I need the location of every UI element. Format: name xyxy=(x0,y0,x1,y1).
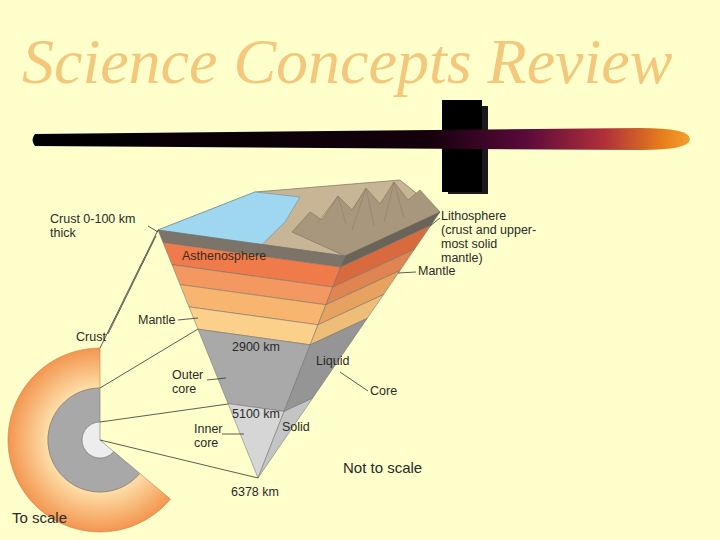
layer-label: Mantle xyxy=(138,313,176,327)
depth-label: 5100 km xyxy=(232,407,280,421)
layer-label: Mantle xyxy=(418,264,456,278)
layer-label: Core xyxy=(370,384,397,398)
leader-lines xyxy=(100,218,440,478)
zoom-line xyxy=(100,230,158,348)
layer-label: Crust xyxy=(76,330,106,344)
mountain-ridge xyxy=(318,196,346,224)
bullet-bar xyxy=(33,128,691,150)
leader-line xyxy=(340,372,368,391)
zoom-line xyxy=(100,404,228,422)
scale-note: To scale xyxy=(12,509,67,527)
zoom-line xyxy=(100,440,258,478)
leader-line xyxy=(398,272,416,273)
leader-line xyxy=(207,378,226,380)
leader-line xyxy=(222,434,244,435)
layer-label: Outer core xyxy=(172,368,217,396)
leader-line xyxy=(148,226,158,232)
outer-core-band xyxy=(284,318,367,411)
inset-outer-core xyxy=(48,388,140,492)
inset-mantle xyxy=(8,348,171,532)
depth-label: 2900 km xyxy=(232,340,280,354)
mountains xyxy=(292,182,440,256)
right-face xyxy=(258,212,440,478)
layer-label: Asthenosphere xyxy=(182,249,266,263)
mountain-ridge xyxy=(384,182,404,222)
state-label: Solid xyxy=(282,420,310,434)
leader-line xyxy=(178,318,198,320)
inset-inner-core xyxy=(82,422,114,458)
scale-note: Not to scale xyxy=(343,459,422,477)
mountain-ridge xyxy=(352,188,374,230)
depth-label: 6378 km xyxy=(231,485,279,499)
leader-line xyxy=(430,218,440,226)
state-label: Liquid xyxy=(316,354,349,368)
callout-label: Crust 0-100 km thick xyxy=(50,212,150,240)
callout-label: Lithosphere (crust and upper- most solid… xyxy=(441,209,541,265)
slide-title: Science Concepts Review xyxy=(22,30,672,94)
layer-label: Inner core xyxy=(194,422,239,450)
